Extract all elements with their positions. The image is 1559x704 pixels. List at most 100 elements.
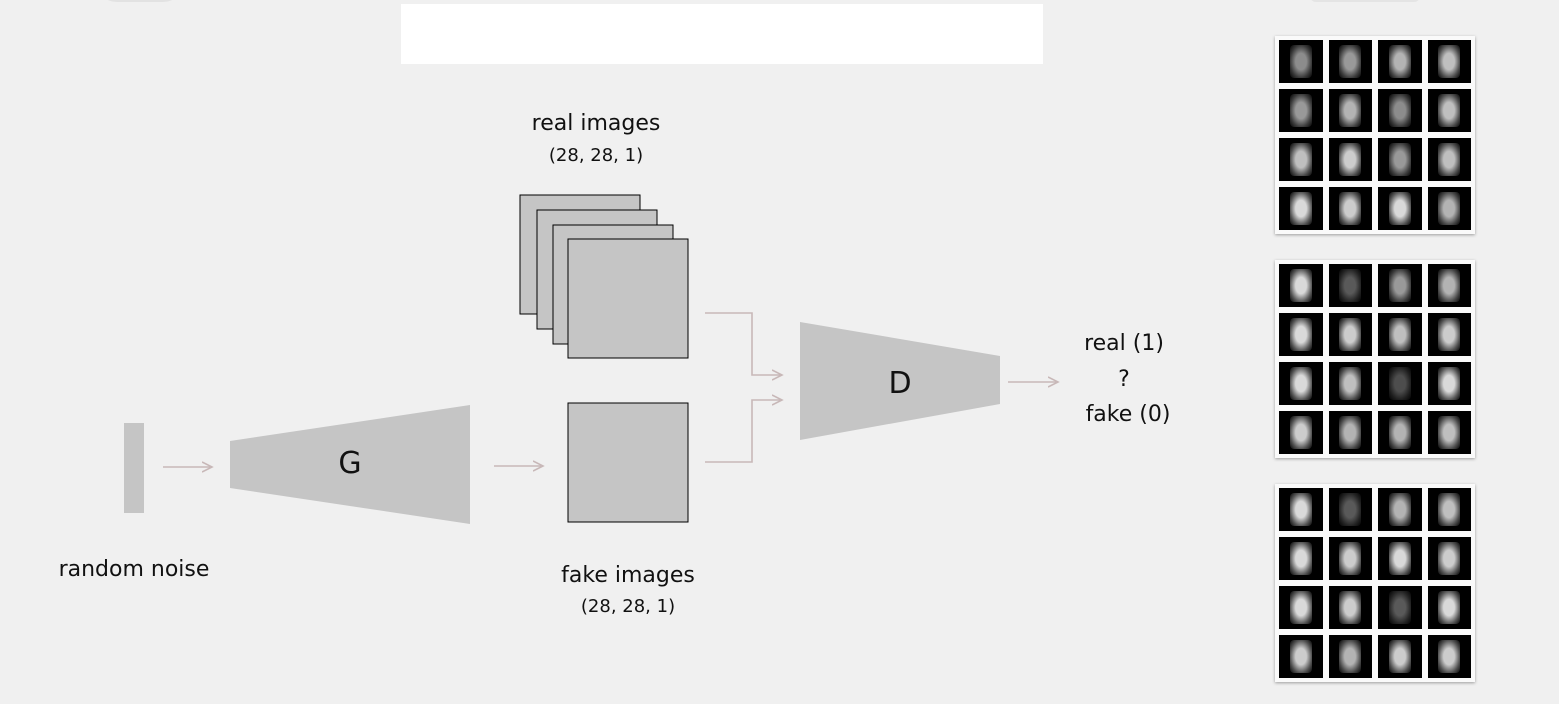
sample-thumbnail: [1328, 187, 1372, 230]
sample-garment-shape: [1388, 192, 1411, 225]
sample-thumbnail: [1328, 362, 1372, 405]
sample-thumbnail: [1427, 635, 1471, 678]
sample-garment-shape: [1289, 367, 1312, 400]
sample-thumbnail: [1328, 40, 1372, 83]
sample-garment-shape: [1438, 493, 1461, 526]
sample-thumbnail: [1328, 89, 1372, 132]
noise-vector: [124, 423, 144, 513]
sample-garment-shape: [1388, 269, 1411, 302]
sample-thumbnail: [1279, 89, 1323, 132]
sample-garment-shape: [1438, 542, 1461, 575]
sample-garment-shape: [1388, 367, 1411, 400]
sample-thumbnail: [1427, 586, 1471, 629]
sample-thumbnail: [1328, 313, 1372, 356]
sample-garment-shape: [1339, 416, 1362, 449]
sample-thumbnail: [1279, 586, 1323, 629]
sample-garment-shape: [1289, 591, 1312, 624]
discriminator-label: D: [888, 366, 912, 401]
sample-thumbnail: [1328, 411, 1372, 454]
sample-garment-shape: [1289, 542, 1312, 575]
sample-garment-shape: [1388, 45, 1411, 78]
sample-thumbnail: [1328, 586, 1372, 629]
real-images-shape: (28, 28, 1): [548, 145, 644, 166]
sample-thumbnail: [1378, 362, 1422, 405]
sample-thumbnail: [1378, 138, 1422, 181]
sample-garment-shape: [1388, 318, 1411, 351]
sample-thumbnail: [1279, 313, 1323, 356]
sample-thumbnail: [1328, 537, 1372, 580]
real-image-stack-4: [567, 238, 689, 359]
output-fake-label: fake (0): [1085, 402, 1171, 427]
sample-garment-shape: [1339, 143, 1362, 176]
sample-garment-shape: [1388, 94, 1411, 127]
sample-thumbnail: [1427, 187, 1471, 230]
sample-thumbnail: [1378, 488, 1422, 531]
generated-samples-late: [1275, 484, 1475, 682]
arrow-fake-to-d: [705, 400, 782, 463]
sample-thumbnail: [1378, 40, 1422, 83]
sample-garment-shape: [1438, 192, 1461, 225]
sample-garment-shape: [1438, 367, 1461, 400]
sample-garment-shape: [1339, 94, 1362, 127]
sample-garment-shape: [1388, 640, 1411, 673]
sample-thumbnail: [1378, 89, 1422, 132]
sample-thumbnail: [1427, 89, 1471, 132]
top-banner-strip: [401, 4, 1043, 64]
output-real-label: real (1): [1084, 331, 1164, 356]
sample-garment-shape: [1388, 416, 1411, 449]
sample-thumbnail: [1279, 488, 1323, 531]
sample-thumbnail: [1279, 40, 1323, 83]
sample-thumbnail: [1279, 635, 1323, 678]
sample-thumbnail: [1427, 411, 1471, 454]
sample-garment-shape: [1339, 45, 1362, 78]
sample-thumbnail: [1378, 411, 1422, 454]
sample-thumbnail: [1378, 264, 1422, 307]
sample-thumbnail: [1378, 635, 1422, 678]
sample-garment-shape: [1438, 640, 1461, 673]
sample-garment-shape: [1289, 640, 1312, 673]
sample-garment-shape: [1289, 269, 1312, 302]
sample-thumbnail: [1427, 362, 1471, 405]
sample-thumbnail: [1279, 411, 1323, 454]
sample-garment-shape: [1339, 542, 1362, 575]
sample-garment-shape: [1388, 493, 1411, 526]
sample-garment-shape: [1339, 269, 1362, 302]
generated-samples-mid: [1275, 260, 1475, 458]
sample-garment-shape: [1339, 318, 1362, 351]
sample-garment-shape: [1289, 416, 1312, 449]
sample-thumbnail: [1328, 138, 1372, 181]
sample-garment-shape: [1339, 591, 1362, 624]
sample-thumbnail: [1279, 362, 1323, 405]
sample-thumbnail: [1378, 187, 1422, 230]
sample-garment-shape: [1388, 591, 1411, 624]
arrow-real-to-d: [705, 312, 782, 375]
decorative-corner-right: [1310, 0, 1420, 2]
output-question-label: ?: [1118, 367, 1130, 392]
fake-images-shape: (28, 28, 1): [580, 596, 676, 617]
fake-image: [567, 402, 689, 523]
discriminator-block: [800, 322, 1000, 440]
sample-garment-shape: [1289, 493, 1312, 526]
sample-thumbnail: [1378, 537, 1422, 580]
sample-thumbnail: [1378, 313, 1422, 356]
decorative-corner: [95, 0, 185, 2]
random-noise-label: random noise: [58, 557, 210, 582]
sample-garment-shape: [1438, 45, 1461, 78]
sample-garment-shape: [1388, 542, 1411, 575]
sample-thumbnail: [1328, 635, 1372, 678]
sample-thumbnail: [1427, 537, 1471, 580]
generator-label: G: [338, 446, 362, 481]
generated-samples-early: [1275, 36, 1475, 234]
sample-garment-shape: [1339, 640, 1362, 673]
real-images-label: real images: [531, 111, 661, 136]
sample-garment-shape: [1438, 143, 1461, 176]
sample-garment-shape: [1438, 416, 1461, 449]
fake-images-label: fake images: [561, 563, 695, 588]
sample-thumbnail: [1279, 187, 1323, 230]
sample-garment-shape: [1339, 192, 1362, 225]
sample-garment-shape: [1289, 192, 1312, 225]
sample-garment-shape: [1388, 143, 1411, 176]
generator-block: [230, 405, 470, 524]
sample-garment-shape: [1289, 143, 1312, 176]
